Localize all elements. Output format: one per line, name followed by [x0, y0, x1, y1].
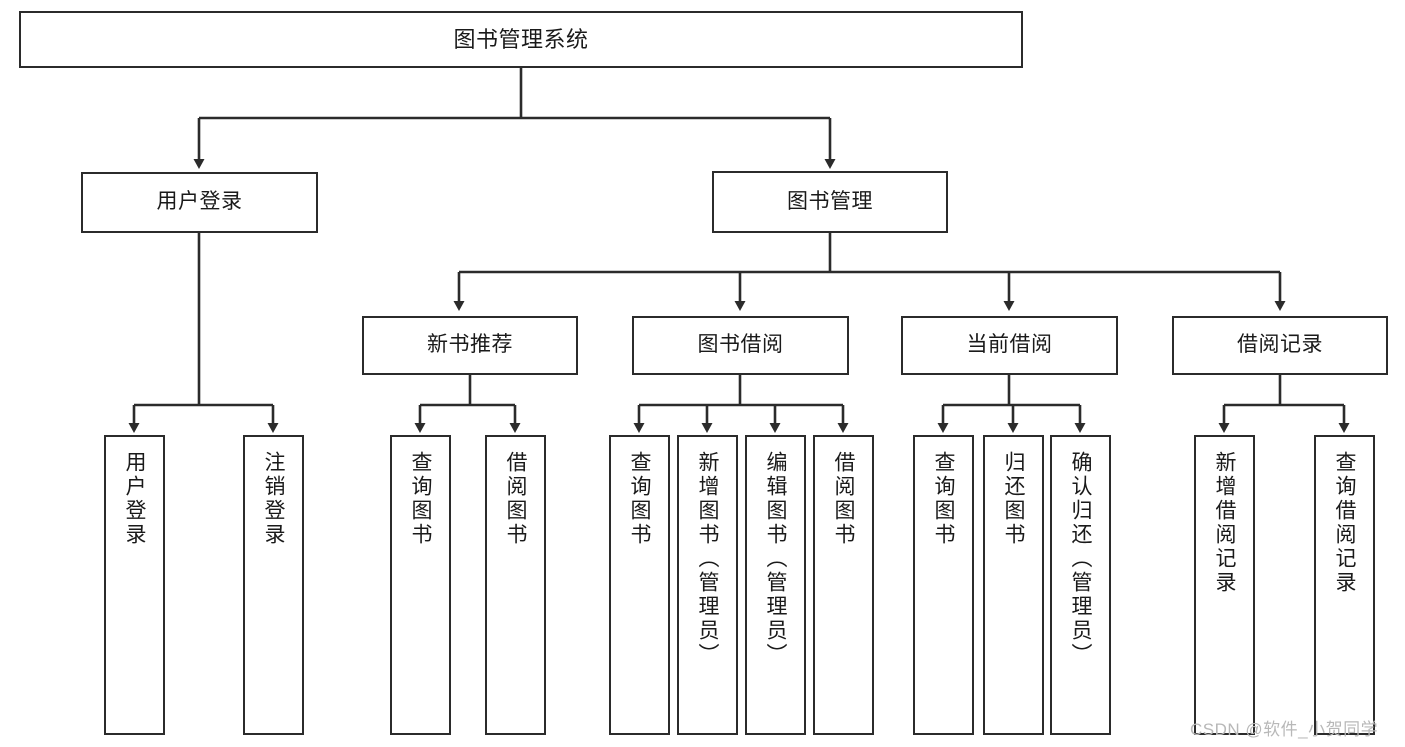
node-root[interactable]: 图书管理系统	[19, 11, 1023, 68]
node-borrow-record-label: 借阅记录	[1237, 333, 1323, 357]
leaf-user-login[interactable]: 用户登录	[104, 435, 165, 735]
leaf-borrow-query-book[interactable]: 查询图书	[609, 435, 670, 735]
leaf-record-query-label: 查询借阅记录	[1333, 451, 1356, 595]
node-user-login-label: 用户登录	[156, 190, 243, 214]
leaf-borrow-add-book-label: 新增图书（管理员）	[696, 451, 719, 667]
leaf-user-login-label: 用户登录	[123, 451, 146, 547]
leaf-record-add-label: 新增借阅记录	[1213, 451, 1236, 595]
leaf-current-return-book[interactable]: 归还图书	[983, 435, 1044, 735]
leaf-current-query-book-label: 查询图书	[932, 451, 955, 547]
leaf-new-book-query-label: 查询图书	[409, 451, 432, 547]
node-book-management-label: 图书管理	[787, 189, 873, 213]
leaf-current-confirm-return[interactable]: 确认归还（管理员）	[1050, 435, 1111, 735]
node-book-borrow[interactable]: 图书借阅	[632, 316, 849, 375]
node-current-borrow-label: 当前借阅	[966, 333, 1053, 357]
node-book-management[interactable]: 图书管理	[712, 171, 948, 233]
leaf-borrow-query-book-label: 查询图书	[628, 451, 651, 547]
node-borrow-record[interactable]: 借阅记录	[1172, 316, 1388, 375]
leaf-current-query-book[interactable]: 查询图书	[913, 435, 974, 735]
node-new-book-recommend-label: 新书推荐	[427, 333, 513, 357]
leaf-user-logout-label: 注销登录	[262, 451, 285, 547]
leaf-current-return-book-label: 归还图书	[1002, 451, 1025, 547]
node-current-borrow[interactable]: 当前借阅	[901, 316, 1118, 375]
leaf-record-add[interactable]: 新增借阅记录	[1194, 435, 1255, 735]
leaf-borrow-edit-book-label: 编辑图书（管理员）	[764, 451, 787, 667]
leaf-borrow-borrow-book[interactable]: 借阅图书	[813, 435, 874, 735]
leaf-user-logout[interactable]: 注销登录	[243, 435, 304, 735]
leaf-borrow-edit-book[interactable]: 编辑图书（管理员）	[745, 435, 806, 735]
node-book-borrow-label: 图书借阅	[697, 333, 784, 357]
node-root-label: 图书管理系统	[453, 26, 589, 52]
leaf-new-book-query[interactable]: 查询图书	[390, 435, 451, 735]
leaf-new-book-borrow-label: 借阅图书	[504, 451, 527, 547]
leaf-borrow-borrow-book-label: 借阅图书	[832, 451, 855, 547]
watermark: CSDN @软件_小贺同学	[1190, 720, 1379, 739]
node-user-login[interactable]: 用户登录	[81, 172, 318, 233]
leaf-new-book-borrow[interactable]: 借阅图书	[485, 435, 546, 735]
node-new-book-recommend[interactable]: 新书推荐	[362, 316, 578, 375]
leaf-borrow-add-book[interactable]: 新增图书（管理员）	[677, 435, 738, 735]
leaf-current-confirm-return-label: 确认归还（管理员）	[1069, 451, 1092, 667]
leaf-record-query[interactable]: 查询借阅记录	[1314, 435, 1375, 735]
